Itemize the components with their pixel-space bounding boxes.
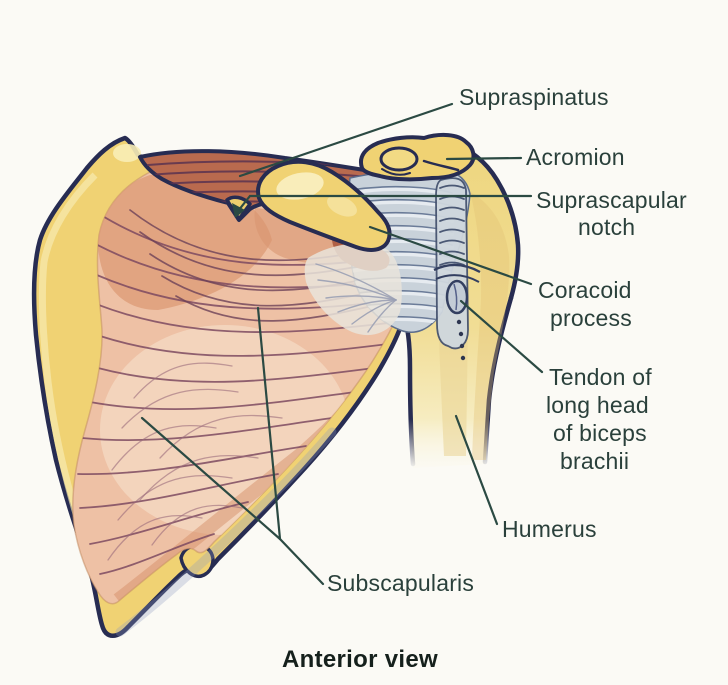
tendon-fan-body [304, 243, 402, 336]
fiber-line [325, 295, 397, 301]
tendon-fan-lines [315, 263, 397, 333]
leader-acromion [445, 156, 523, 161]
fiber-line [139, 454, 259, 501]
fiber-line [439, 228, 465, 233]
fiber-line [111, 424, 217, 471]
fiber-line [121, 388, 239, 429]
tendon-oval-inner-line [453, 283, 458, 311]
acromion-bone [359, 132, 476, 182]
fiber-line [151, 504, 243, 546]
label-tendon-line1: Tendon of [549, 364, 652, 390]
acromion-slit [422, 159, 460, 172]
coracoid-highlight [276, 172, 324, 200]
label-tendon-line3: of biceps [553, 420, 647, 446]
groove-dot [460, 355, 466, 361]
notch-arrowhead [232, 203, 245, 218]
fiber-line [439, 184, 465, 189]
fiber-line [133, 362, 233, 399]
coracoid-highlight-2 [327, 195, 357, 217]
fiber-line [117, 474, 233, 521]
fiber-line [439, 206, 465, 211]
groove-dot [458, 331, 464, 337]
label-supraspinatus: Supraspinatus [459, 84, 609, 110]
fiber-line [439, 261, 465, 266]
fiber-line [367, 299, 397, 333]
fiber-line [89, 391, 356, 411]
leader-humerus [454, 414, 499, 526]
leader-coracoid [368, 225, 533, 286]
label-tendon-line2: long head [546, 392, 649, 418]
label-suprascapular-notch-line1: Suprascapular [536, 187, 687, 213]
label-humerus: Humerus [502, 516, 597, 542]
fiber-line [107, 515, 203, 561]
biceps-tendon-groove [433, 177, 481, 361]
humerus-right-edge [482, 295, 514, 465]
fiber-line [79, 473, 279, 509]
scapula-border-highlight [38, 172, 98, 554]
leader-suprascapular-notch [236, 194, 533, 213]
transverse-ligament-arc2 [435, 274, 480, 283]
superior-angle-highlight [113, 144, 141, 162]
label-suprascapular-notch-line2: notch [578, 214, 636, 240]
groove-dotted-line [456, 319, 466, 361]
fiber-line [99, 335, 389, 357]
subscapularis-tendon-fan [304, 243, 402, 336]
groove-dot [459, 343, 465, 349]
label-acromion: Acromion [526, 144, 625, 170]
fiber-line [97, 367, 375, 383]
bicipital-groove-shading [438, 320, 468, 456]
acromion-under-curve [381, 168, 411, 176]
figure-caption: Anterior view [282, 646, 438, 673]
edge-shadow [115, 427, 337, 637]
fiber-line [99, 533, 215, 575]
coracoid-process-bone [256, 159, 392, 252]
label-coracoid-line2: process [550, 305, 632, 331]
fiber-line [81, 417, 333, 442]
fiber-line [77, 445, 307, 475]
fiber-line [317, 279, 397, 301]
label-tendon-line4: brachii [560, 448, 630, 474]
fiber-line [337, 299, 397, 313]
fiber-line [439, 239, 465, 244]
leader-supraspinatus [238, 102, 454, 178]
fiber-line [439, 217, 465, 222]
acromion-lump [379, 146, 419, 172]
fiber-line [315, 263, 397, 301]
groove-dot [456, 319, 462, 325]
label-subscapularis: Subscapularis [327, 570, 475, 596]
leader-subscapularis-b [140, 416, 282, 541]
leader-tendon [459, 299, 544, 374]
leader-lines [140, 102, 544, 586]
fiber-line [351, 299, 397, 325]
label-coracoid-line1: Coracoid [538, 277, 632, 303]
transverse-ligament-arc1 [433, 263, 481, 274]
